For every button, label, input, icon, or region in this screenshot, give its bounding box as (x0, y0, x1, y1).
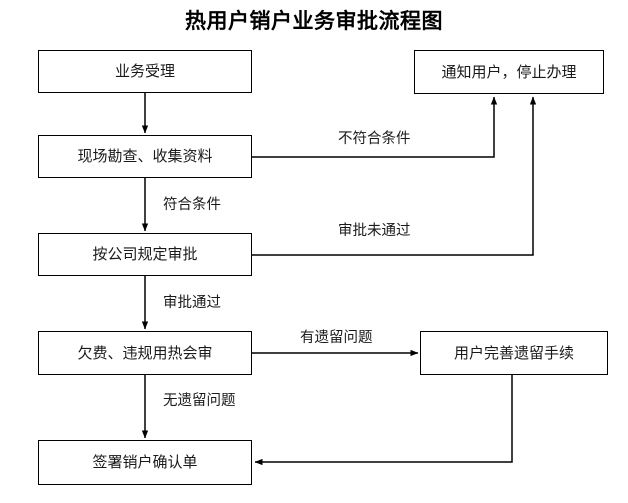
node-notify-user-stop[interactable]: 通知用户，停止办理 (414, 50, 604, 94)
node-label: 欠费、违规用热会审 (77, 343, 213, 362)
connector-complete-to-signoff (254, 375, 513, 466)
edge-label-no-pending-issues: 无遗留问题 (163, 393, 236, 409)
node-sign-cancellation-form[interactable]: 签署销户确认单 (38, 440, 252, 485)
edge-label-meets-conditions: 符合条件 (163, 197, 221, 213)
node-arrears-review[interactable]: 欠费、违规用热会审 (38, 331, 252, 375)
edge-label-not-meets-conditions: 不符合条件 (338, 131, 411, 147)
node-company-approval[interactable]: 按公司规定审批 (38, 233, 252, 276)
node-label: 按公司规定审批 (92, 245, 198, 263)
node-label: 现场勘查、收集资料 (77, 147, 213, 165)
node-business-intake[interactable]: 业务受理 (38, 50, 252, 93)
edge-label-has-pending-issues: 有遗留问题 (300, 330, 373, 346)
node-site-survey[interactable]: 现场勘查、收集资料 (38, 135, 252, 178)
node-label: 签署销户确认单 (92, 453, 198, 471)
edge-label-approval-passed: 审批通过 (163, 295, 221, 311)
connector-survey-to-notify (252, 96, 498, 158)
node-label: 业务受理 (114, 62, 175, 80)
page-title: 热用户销户业务审批流程图 (185, 9, 443, 33)
node-label: 用户完善遗留手续 (453, 343, 574, 362)
edge-label-approval-failed: 审批未通过 (338, 223, 411, 239)
node-label: 通知用户，停止办理 (441, 62, 577, 81)
node-user-completes-formalities[interactable]: 用户完善遗留手续 (420, 331, 608, 375)
